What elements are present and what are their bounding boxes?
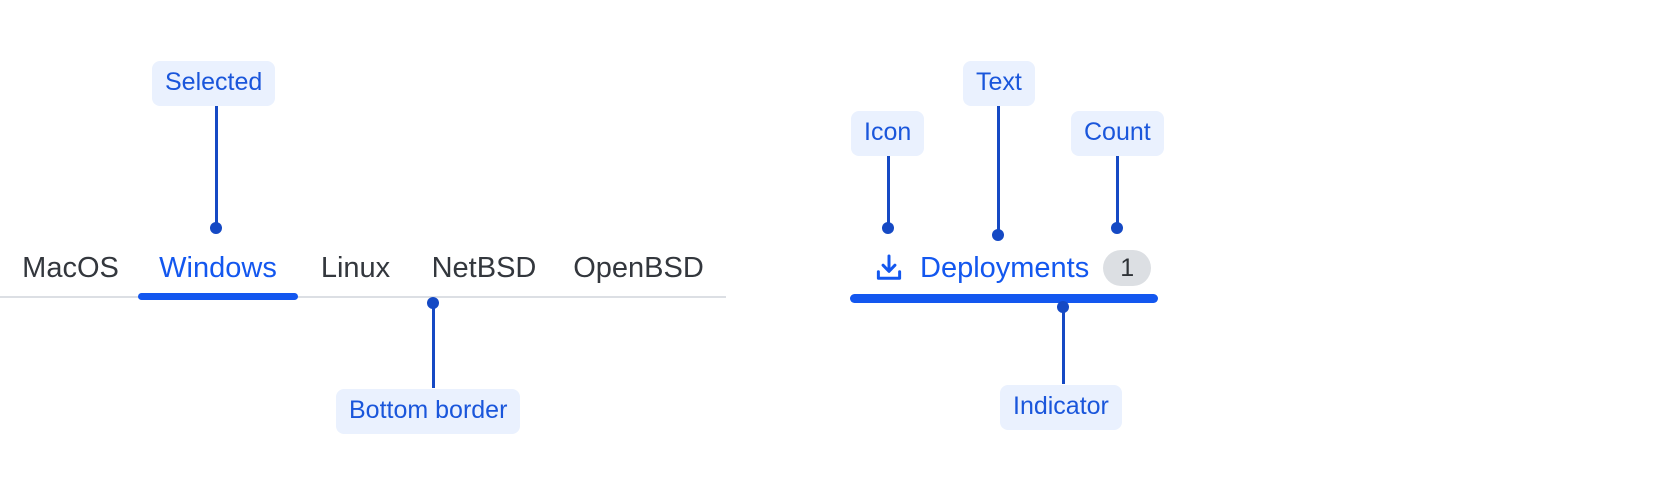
annotation-connector-bottom-border	[432, 302, 435, 388]
tab-windows-label: Windows	[159, 251, 277, 284]
annotation-badge-icon: Icon	[851, 111, 925, 156]
tab-deployments-content: Deployments 1	[872, 240, 1152, 296]
annotation-connector-indicator	[1062, 306, 1065, 384]
tab-openbsd-label: OpenBSD	[573, 251, 704, 284]
annotation-badge-count: Count	[1071, 111, 1164, 156]
annotation-badge-indicator: Indicator	[1000, 385, 1122, 430]
annotation-dot-text	[992, 229, 1004, 241]
tab-deployments[interactable]: Deployments 1	[850, 240, 1160, 303]
tab-macos-label: MacOS	[22, 251, 119, 284]
tab-netbsd-label: NetBSD	[431, 251, 537, 284]
tab-netbsd[interactable]: NetBSD	[428, 240, 540, 296]
tab-macos[interactable]: MacOS	[18, 240, 123, 296]
tab-deployments-label: Deployments	[920, 251, 1090, 284]
annotation-dot-selected	[210, 222, 222, 234]
tabbar-basic: MacOS Windows Linux NetBSD OpenBSD	[0, 240, 726, 300]
annotation-badge-selected: Selected	[152, 61, 276, 106]
annotation-connector-selected	[215, 106, 218, 228]
tab-openbsd[interactable]: OpenBSD	[572, 240, 705, 296]
tab-linux[interactable]: Linux	[313, 240, 398, 296]
tab-windows-active-underline	[138, 293, 298, 300]
annotation-dot-count	[1111, 222, 1123, 234]
annotation-connector-text	[997, 106, 1000, 234]
tabbar-bottom-border	[0, 296, 726, 298]
annotation-badge-bottom-border: Bottom border	[336, 389, 521, 434]
tab-windows[interactable]: Windows	[143, 240, 293, 296]
annotation-badge-text: Text	[963, 61, 1035, 106]
annotation-connector-count	[1116, 156, 1119, 228]
annotation-connector-icon	[887, 156, 890, 228]
tab-linux-label: Linux	[320, 251, 391, 284]
tab-deployments-count-badge: 1	[1103, 250, 1152, 286]
annotation-dot-icon	[882, 222, 894, 234]
tab-deployments-indicator	[850, 294, 1158, 303]
download-icon	[872, 251, 906, 285]
